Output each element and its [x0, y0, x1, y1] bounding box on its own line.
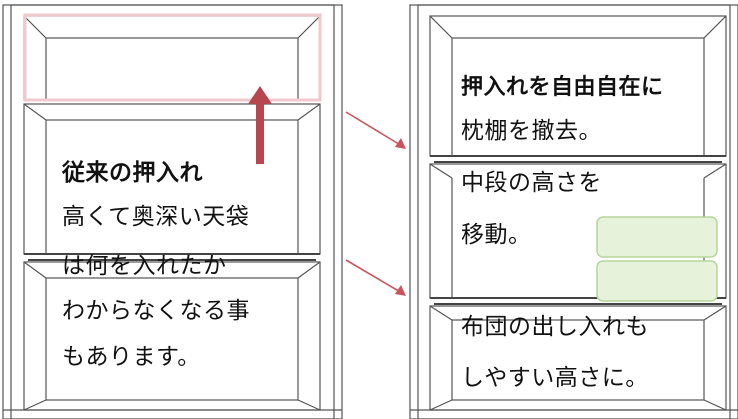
left-closet-line-4: もあります。 [62, 344, 201, 370]
diagonal-arrow-upper [345, 111, 406, 149]
right-closet-title: 押入れを自由自在に [461, 75, 664, 100]
right-closet-line-3: 移動。 [461, 222, 532, 248]
storage-box-lower [596, 260, 718, 302]
left-closet-line-1: 高くて奥深い天袋 [62, 204, 250, 230]
right-closet [409, 4, 738, 419]
right-closet-line-2: 中段の高さを [461, 170, 602, 196]
left-top-compartment [23, 15, 321, 101]
upper-compartment-highlight [23, 13, 322, 102]
right-closet-line-4: 布団の出し入れも [461, 314, 649, 340]
right-closet-outer-frame [409, 4, 738, 419]
right-closet-inner-frame [417, 4, 731, 419]
up-arrow [248, 86, 272, 164]
left-bottom-compartment [23, 261, 321, 411]
left-closet-inner-frame [10, 4, 335, 419]
right-closet-line-1: 枕棚を撤去。 [461, 118, 602, 144]
left-closet-title: 従来の押入れ [62, 160, 203, 186]
storage-box-upper [596, 216, 718, 258]
left-closet-line-2: は何を入れたか [62, 253, 227, 279]
right-closet-line-5: しやすい高さに。 [461, 365, 649, 391]
left-closet [2, 4, 343, 419]
diagonal-arrow-lower [345, 259, 406, 296]
left-closet-line-3: わからなくなる事 [62, 298, 250, 324]
